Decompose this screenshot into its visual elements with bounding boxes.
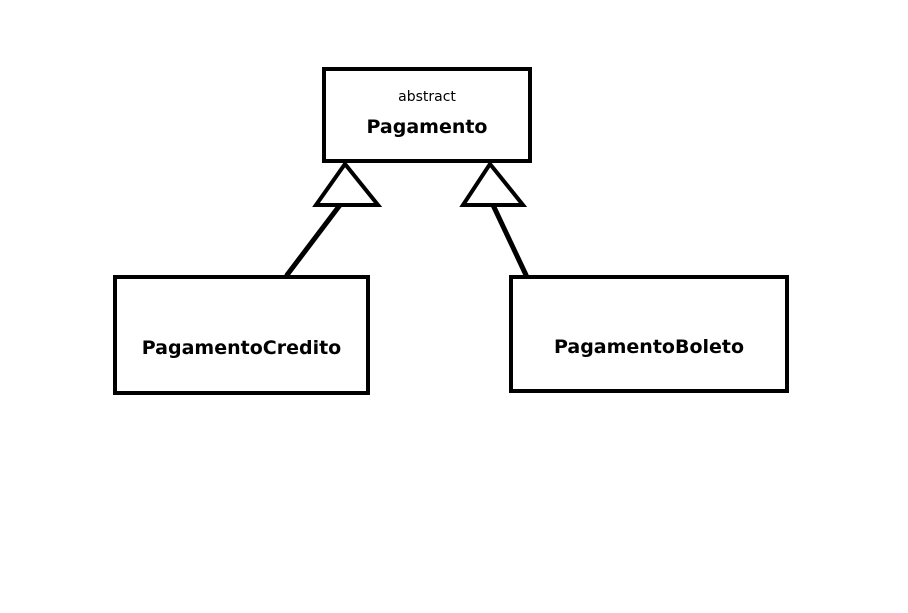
inheritance-arrowhead-boleto: [459, 160, 528, 207]
inheritance-arrowhead-credito: [312, 160, 383, 207]
inheritance-line-credito: [284, 202, 343, 278]
class-name-pagamento-boleto: PagamentoBoleto: [553, 336, 745, 358]
inheritance-credito: [284, 160, 383, 278]
stereotype-label: abstract: [398, 89, 456, 105]
class-name-pagamento-credito: PagamentoCredito: [141, 337, 342, 359]
class-box-pagamento[interactable]: abstract Pagamento: [322, 67, 532, 163]
class-box-pagamento-credito[interactable]: PagamentoCredito: [113, 275, 370, 395]
inheritance-boleto: [459, 160, 529, 278]
class-name-pagamento: Pagamento: [366, 116, 488, 138]
inheritance-line-boleto: [490, 202, 529, 278]
class-box-pagamento-boleto[interactable]: PagamentoBoleto: [509, 275, 789, 393]
